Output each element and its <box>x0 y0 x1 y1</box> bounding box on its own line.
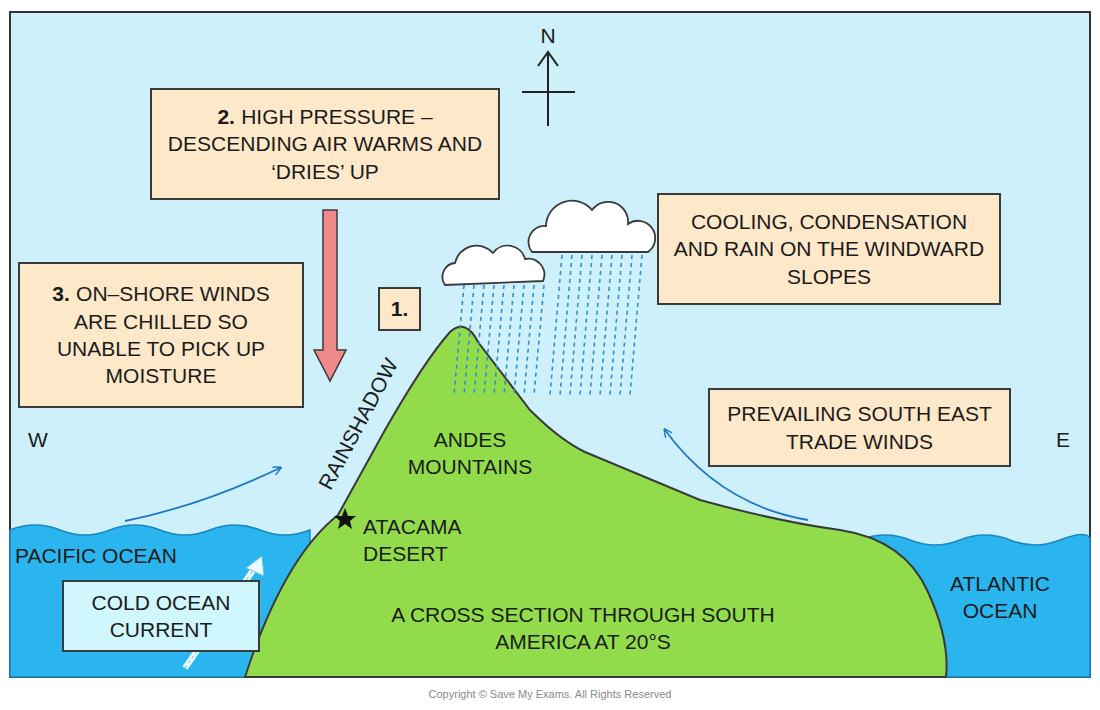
cloud <box>528 201 655 252</box>
cold-current-arrow-head <box>246 556 264 576</box>
atacama-star <box>334 508 356 529</box>
compass-line <box>547 54 549 126</box>
callout-number: 1. <box>391 297 409 320</box>
current-label-box: COLD OCEAN CURRENT <box>62 580 260 652</box>
rain-streak <box>484 285 494 395</box>
rain-streak <box>474 285 484 395</box>
rain-streak <box>610 255 622 395</box>
rain-streak <box>504 285 514 395</box>
caption-label: A CROSS SECTION THROUGH SOUTH AMERICA AT… <box>358 601 808 656</box>
rain-streak <box>524 285 534 395</box>
rain-streak <box>600 255 612 395</box>
rain-streak <box>464 285 474 395</box>
rain-streak <box>580 255 592 395</box>
onshore-wind-arrow <box>125 468 280 521</box>
callout-text: COOLING, CONDENSATION AND RAIN ON THE WI… <box>674 210 984 288</box>
compass-letter: E <box>1043 426 1083 453</box>
callout-text: HIGH PRESSURE – DESCENDING AIR WARMS AND… <box>168 105 482 183</box>
rain-streak <box>494 285 504 395</box>
copyright-note: Copyright © Save My Exams. All Rights Re… <box>300 688 800 701</box>
callout-text: ON–SHORE WINDS ARE CHILLED SO UNABLE TO … <box>57 282 270 387</box>
text-block: PREVAILING SOUTH EAST TRADE WINDS <box>720 400 999 455</box>
place-label: ATACAMA DESERT <box>363 513 505 568</box>
callout-number: 2. <box>217 105 235 128</box>
rain-streak <box>454 285 464 395</box>
rain-streak <box>514 285 524 395</box>
compass-arrow-head <box>538 52 558 66</box>
cloud <box>442 246 544 285</box>
rain-streak <box>560 255 572 395</box>
callout-box: 3.ON–SHORE WINDS ARE CHILLED SO UNABLE T… <box>18 262 304 408</box>
ocean-label: ATLANTIC OCEAN <box>920 570 1080 625</box>
callout-box: 2.HIGH PRESSURE – DESCENDING AIR WARMS A… <box>150 88 500 200</box>
andes-landmass <box>245 327 947 677</box>
compass-line <box>522 91 575 93</box>
callout-number-box: 1. <box>378 287 421 331</box>
callout-box: PREVAILING SOUTH EAST TRADE WINDS <box>708 388 1011 467</box>
rain-streak <box>534 285 544 395</box>
callout-number: 3. <box>52 282 70 305</box>
text-block: 1. <box>391 295 409 322</box>
rain-streak <box>620 255 632 395</box>
callout-text: PREVAILING SOUTH EAST TRADE WINDS <box>727 402 992 452</box>
ocean-label: PACIFIC OCEAN <box>15 542 225 569</box>
compass-letter: W <box>18 426 58 453</box>
rain-streak <box>550 255 562 395</box>
text-block: COLD OCEAN CURRENT <box>74 589 248 644</box>
landform-label: ANDES MOUNTAINS <box>370 426 570 481</box>
rain-streak <box>630 255 642 395</box>
sky-background <box>10 12 1090 677</box>
text-block: 3.ON–SHORE WINDS ARE CHILLED SO UNABLE T… <box>30 280 292 389</box>
compass-letter: N <box>528 22 568 49</box>
callout-text: COLD OCEAN CURRENT <box>92 591 231 641</box>
text-block: COOLING, CONDENSATION AND RAIN ON THE WI… <box>669 208 989 290</box>
text-block: 2.HIGH PRESSURE – DESCENDING AIR WARMS A… <box>162 103 488 185</box>
callout-box: COOLING, CONDENSATION AND RAIN ON THE WI… <box>657 193 1001 305</box>
rain-streak <box>570 255 582 395</box>
descending-air-arrow <box>314 210 346 381</box>
rain-streak <box>590 255 602 395</box>
